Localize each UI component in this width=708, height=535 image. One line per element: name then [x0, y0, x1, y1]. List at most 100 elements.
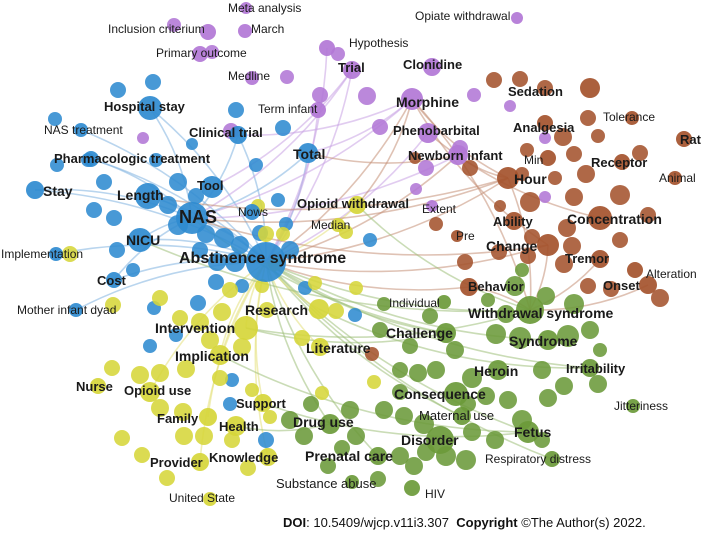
term-label-disorder: Disorder: [401, 432, 459, 448]
node-nas-treatment: [74, 123, 88, 137]
yellow-cluster-node: [212, 370, 228, 386]
term-label-jitteriness: Jitteriness: [614, 399, 669, 413]
term-label-implementation: Implementation: [1, 247, 84, 261]
term-label-concentration: Concentration: [567, 211, 662, 227]
term-label-intervention: Intervention: [155, 320, 236, 336]
node-concentration: [588, 206, 612, 230]
brown-cluster-node: [566, 146, 582, 162]
brown-cluster-node: [580, 110, 596, 126]
brown-cluster-node: [520, 143, 534, 157]
brown-cluster-node: [429, 217, 443, 231]
term-label-heroin: Heroin: [474, 363, 519, 379]
yellow-cluster-node: [255, 279, 269, 293]
term-label-hour: Hour: [514, 171, 547, 187]
green-cluster-node: [463, 423, 481, 441]
purple-cluster-node: [467, 88, 481, 102]
blue-cluster-node: [192, 242, 208, 258]
term-label-median: Median: [311, 218, 351, 232]
blue-cluster-node: [223, 397, 237, 411]
term-label-analgesia: Analgesia: [513, 120, 575, 135]
term-label-meta-analysis: Meta analysis: [228, 1, 302, 15]
purple-cluster-node: [372, 119, 388, 135]
green-cluster-node: [499, 391, 517, 409]
yellow-cluster-node: [191, 313, 209, 331]
term-label-maternal-use: Maternal use: [419, 408, 495, 423]
node-hour: [497, 167, 519, 189]
brown-cluster-node: [491, 244, 507, 260]
term-label-pre: Pre: [456, 229, 475, 243]
node-length: [135, 183, 161, 209]
node-clinical-trial: [229, 126, 247, 144]
node-knowledge: [259, 448, 277, 466]
blue-cluster-node: [186, 138, 198, 150]
node-term-infant: [310, 102, 326, 118]
term-label-rat: Rat: [680, 132, 701, 147]
node-implementation: [49, 247, 63, 261]
blue-cluster-node: [235, 279, 249, 293]
yellow-cluster-node: [104, 360, 120, 376]
brown-cluster-node: [610, 185, 630, 205]
brown-cluster-node: [520, 192, 540, 212]
term-label-extent: Extent: [422, 202, 457, 216]
term-label-mother-infant-dyad: Mother infant dyad: [17, 303, 117, 317]
node-receptor: [614, 154, 630, 170]
node-tool: [201, 176, 223, 198]
green-cluster-node: [589, 375, 607, 393]
node-clonidine: [423, 58, 441, 76]
node-morphine: [401, 88, 423, 110]
node-medline: [245, 71, 259, 85]
term-label-research: Research: [245, 302, 309, 318]
node-hospital-stay: [138, 96, 162, 120]
green-cluster-node: [515, 263, 529, 277]
green-cluster-node: [409, 364, 427, 382]
blue-cluster-node: [145, 74, 161, 90]
link-nas-to-morphine: [191, 98, 413, 219]
term-label-tolerance: Tolerance: [603, 110, 656, 124]
blue-cluster-node: [225, 373, 239, 387]
term-label-irritability: Irritability: [566, 361, 626, 376]
yellow-cluster-node: [151, 399, 169, 417]
brown-cluster-node: [537, 80, 553, 96]
blue-cluster-node: [231, 236, 249, 254]
node-newborn-infant: [448, 145, 468, 165]
link-implication-to-fetus: [219, 354, 529, 433]
node-nicu: [128, 228, 152, 252]
brown-cluster-node: [548, 171, 562, 185]
yellow-cluster-node: [245, 383, 259, 397]
node-individual: [437, 295, 451, 309]
yellow-cluster-node: [151, 364, 169, 382]
node-challenge: [436, 323, 456, 343]
node-trial: [343, 61, 361, 79]
term-label-nows: Nows: [238, 205, 269, 219]
term-label-onset: Onset: [603, 278, 640, 293]
green-cluster-node: [555, 377, 573, 395]
yellow-cluster-node: [308, 276, 322, 290]
term-label-morphine: Morphine: [396, 94, 459, 110]
link-nas-to-hour: [191, 177, 509, 223]
node-march: [238, 24, 252, 38]
node-opioid-withdrawal: [348, 196, 366, 214]
yellow-cluster-node: [213, 303, 231, 321]
link-clinical-trial-to-morphine: [237, 98, 413, 136]
link-tool-to-trial: [211, 69, 353, 188]
blue-cluster-node: [208, 274, 224, 290]
link-total-to-newborn-infant: [307, 152, 459, 164]
link-abstinence-syndrome-to-change: [265, 244, 549, 273]
term-label-literature: Literature: [306, 340, 371, 356]
term-label-hospital-stay: Hospital stay: [104, 99, 185, 114]
link-abstinence-syndrome-to-hour: [265, 177, 509, 263]
brown-cluster-node: [512, 71, 528, 87]
term-label-knowledge: Knowledge: [209, 450, 279, 465]
node-median: [331, 218, 345, 232]
network-nodes: [26, 2, 692, 506]
purple-cluster-node: [167, 18, 181, 32]
purple-cluster-node: [312, 87, 328, 103]
yellow-cluster-node: [172, 310, 188, 326]
blue-cluster-node: [363, 233, 377, 247]
link-nas-to-trial: [191, 69, 353, 219]
green-cluster-node: [481, 293, 495, 307]
blue-cluster-node: [126, 263, 140, 277]
node-implication: [210, 345, 230, 365]
term-label-drug-use: Drug use: [293, 414, 354, 430]
